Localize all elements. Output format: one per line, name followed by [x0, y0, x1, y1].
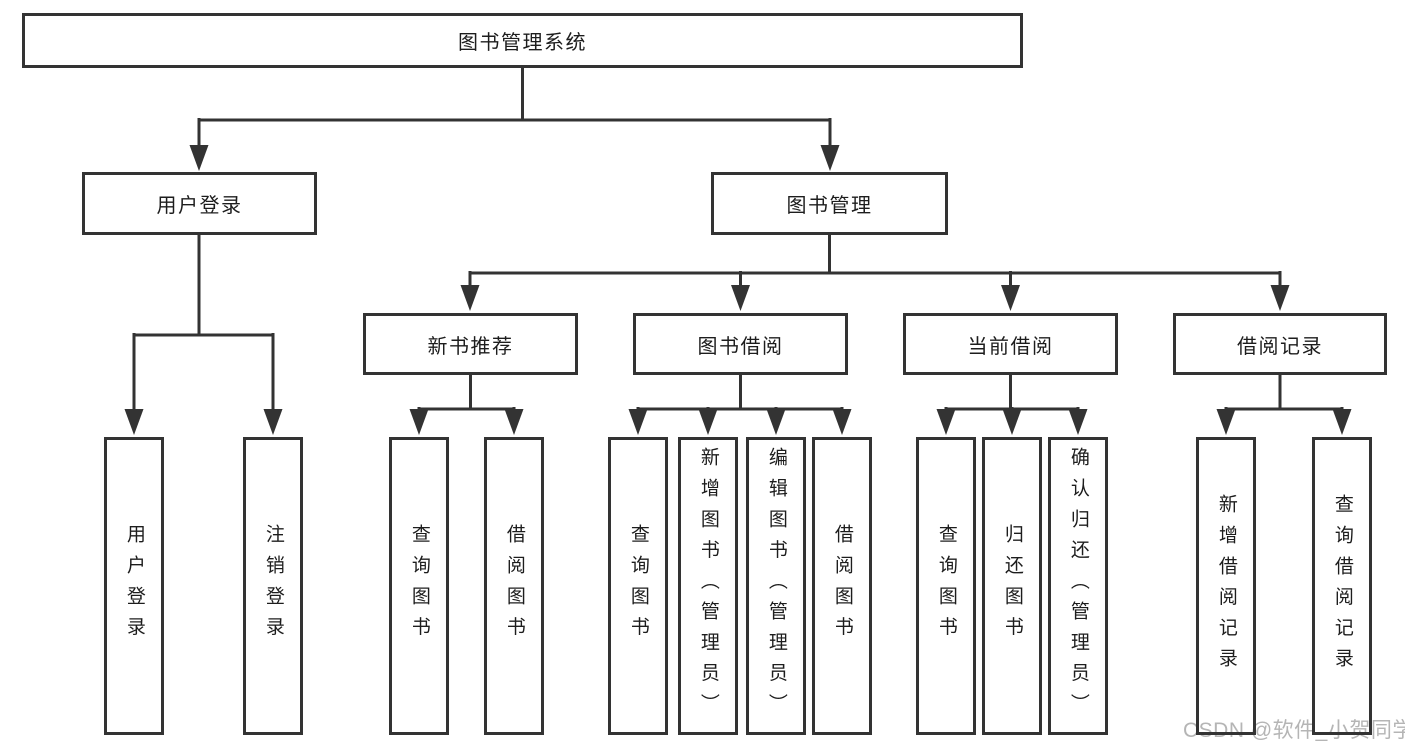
node-current-borrow: 当前借阅	[903, 313, 1118, 375]
arrowhead	[698, 409, 718, 435]
arrowhead	[832, 409, 852, 435]
node-new-book-recommend: 新书推荐	[363, 313, 578, 375]
arrowheads	[124, 145, 1352, 435]
connector-records-to-leaves	[1224, 373, 1344, 415]
connector-recommend-to-leaves	[417, 373, 516, 415]
leaf-query-books-recommend: 查询图书	[389, 437, 449, 735]
arrowhead	[504, 409, 524, 435]
leaf-edit-book-admin: 编辑图书（管理员）	[746, 437, 806, 735]
arrowhead	[1001, 285, 1020, 311]
leaf-add-book-admin: 新增图书（管理员）	[678, 437, 738, 735]
arrowhead	[189, 145, 209, 171]
leaf-query-borrow-record: 查询借阅记录	[1312, 437, 1372, 735]
arrowhead	[731, 285, 750, 311]
node-borrow-records: 借阅记录	[1173, 313, 1387, 375]
arrowhead	[936, 409, 956, 435]
arrowhead	[820, 145, 840, 171]
leaf-return-books: 归还图书	[982, 437, 1042, 735]
arrowhead	[1270, 285, 1290, 311]
connector-borrow-to-leaves	[636, 373, 844, 415]
leaf-logout: 注销登录	[243, 437, 303, 735]
leaf-borrow-books-recommend: 借阅图书	[484, 437, 544, 735]
node-book-management: 图书管理	[711, 172, 948, 235]
arrowhead	[409, 409, 429, 435]
arrowhead	[628, 409, 648, 435]
connector-userlogin-to-leaves	[132, 233, 275, 415]
connector-root-to-level2	[197, 66, 832, 150]
leaf-query-books-borrow: 查询图书	[608, 437, 668, 735]
node-book-borrow: 图书借阅	[633, 313, 848, 375]
connector-mgmt-to-level3	[468, 233, 1282, 291]
leaf-user-login: 用户登录	[104, 437, 164, 735]
arrowhead	[460, 285, 480, 311]
node-root: 图书管理系统	[22, 13, 1023, 68]
arrowhead	[1216, 409, 1236, 435]
watermark: CSDN @软件_小贺同学	[1183, 719, 1405, 742]
leaf-add-borrow-record: 新增借阅记录	[1196, 437, 1256, 735]
leaf-borrow-books: 借阅图书	[812, 437, 872, 735]
arrowhead	[263, 409, 283, 435]
arrowhead	[1002, 409, 1022, 435]
arrowhead	[1068, 409, 1088, 435]
arrowhead	[766, 409, 786, 435]
node-user-login: 用户登录	[82, 172, 317, 235]
arrowhead	[124, 409, 144, 435]
leaf-query-books-current: 查询图书	[916, 437, 976, 735]
leaf-confirm-return-admin: 确认归还（管理员）	[1048, 437, 1108, 735]
connector-current-to-leaves	[944, 373, 1080, 415]
arrowhead	[1332, 409, 1352, 435]
